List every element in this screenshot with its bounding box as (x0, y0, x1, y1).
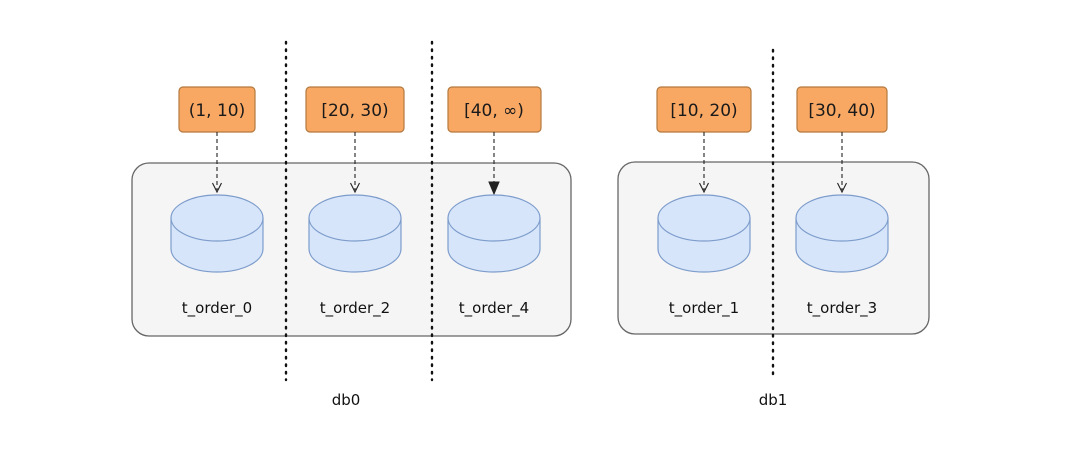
table-name: t_order_2 (320, 299, 390, 318)
dashed-arrow-icon (837, 132, 847, 194)
db0-group: (1, 10) t_order_0 [20, 30) t_ (131, 86, 572, 409)
dashed-arrow-icon (699, 132, 709, 194)
range-label: [10, 20) (670, 101, 737, 121)
db1-group: [10, 20) t_order_1 [30, 40) t (617, 86, 930, 409)
range-label: [30, 40) (808, 101, 875, 121)
dashed-arrow-icon (212, 132, 222, 194)
table-t-order-3[interactable]: [30, 40) t_order_3 (795, 86, 889, 318)
table-name: t_order_4 (459, 299, 529, 318)
database-cylinder-icon (447, 194, 541, 273)
table-t-order-0[interactable]: (1, 10) t_order_0 (170, 86, 264, 318)
table-t-order-1[interactable]: [10, 20) t_order_1 (656, 86, 752, 318)
database-cylinder-icon (795, 194, 889, 273)
db0-label: db0 (332, 391, 361, 409)
solid-arrow-icon (488, 132, 500, 196)
database-cylinder-icon (657, 194, 751, 273)
range-label: [40, ∞) (464, 101, 524, 121)
table-name: t_order_3 (807, 299, 877, 318)
table-t-order-2[interactable]: [20, 30) t_order_2 (305, 86, 405, 318)
table-name: t_order_0 (182, 299, 252, 318)
range-label: [20, 30) (321, 101, 388, 121)
database-cylinder-icon (308, 194, 402, 273)
table-t-order-4[interactable]: [40, ∞) t_order_4 (447, 86, 542, 318)
database-cylinder-icon (170, 194, 264, 273)
db1-label: db1 (759, 391, 788, 409)
dashed-arrow-icon (350, 132, 360, 194)
table-name: t_order_1 (669, 299, 739, 318)
range-label: (1, 10) (189, 101, 246, 121)
